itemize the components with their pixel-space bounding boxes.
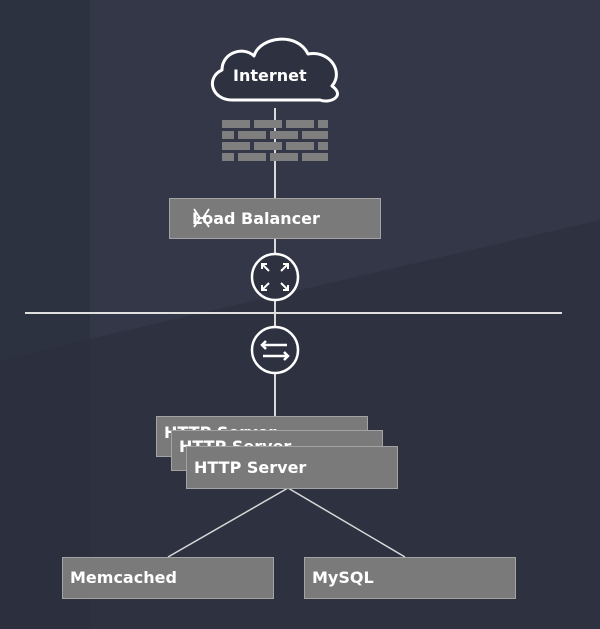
memcached-box: Memcached: [62, 557, 274, 599]
internet-label: Internet: [233, 66, 307, 85]
switch-icon: [250, 325, 300, 375]
background-wedge: [0, 0, 600, 360]
balance-icon: [193, 208, 210, 228]
router-icon: [250, 252, 300, 302]
load-balancer-label: Load Balancer: [192, 208, 320, 228]
http-server-label: HTTP Server: [194, 457, 307, 477]
http-server-box-front: HTTP Server: [186, 446, 398, 489]
mysql-box: MySQL: [304, 557, 516, 599]
background-band: [0, 0, 90, 629]
memcached-label: Memcached: [70, 568, 177, 587]
connector-http-memcached: [167, 487, 289, 558]
connector-http-mysql: [287, 487, 406, 558]
cloud-icon: [210, 37, 339, 103]
mysql-label: MySQL: [312, 568, 374, 587]
brick-wall-icon: [222, 120, 328, 161]
